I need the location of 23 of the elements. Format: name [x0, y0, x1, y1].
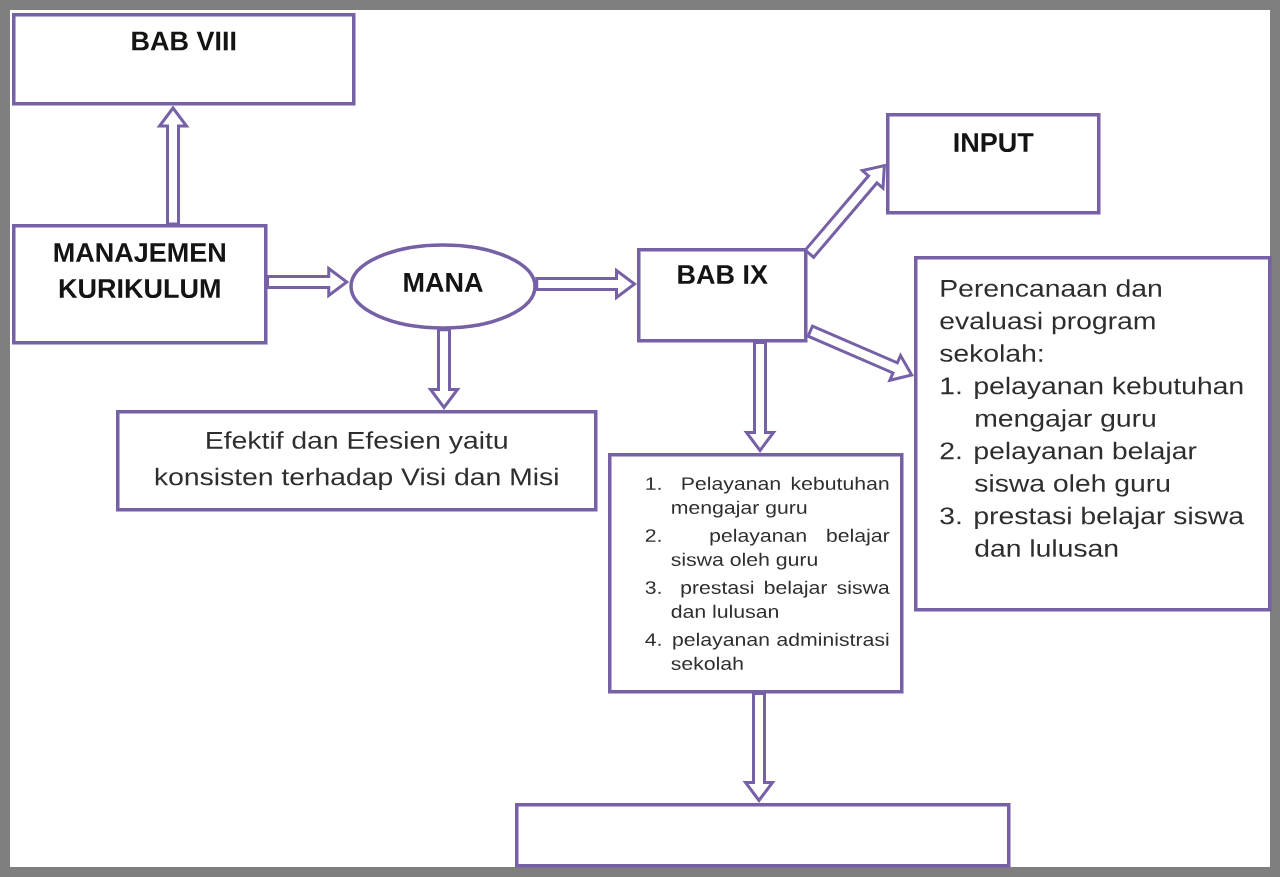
empty-box — [515, 803, 1011, 868]
list-item: 1. pelayanan kebutuhan mengajar guru — [941, 376, 1243, 432]
list-item: 3. prestasi belajar siswa dan lulusan — [645, 580, 890, 618]
hollow-arrow — [742, 692, 776, 803]
list-box — [914, 256, 1272, 612]
list-item: 1. Pelayanan kebutuhan mengajar guru — [646, 476, 889, 518]
process-box: MANAJEMEN KURIKULUM — [12, 224, 268, 345]
process-box: BAB IX — [637, 248, 808, 343]
process-box: INPUT — [886, 113, 1101, 215]
list-item: 2. pelayanan belajar siswa oleh guru — [940, 441, 1197, 497]
hollow-arrow — [806, 324, 914, 383]
process-box: BAB VIII — [12, 13, 356, 106]
process-box: Efektif dan Efesien yaitu konsisten terhadap Visi dan Misi — [116, 410, 598, 512]
list-box — [608, 453, 904, 694]
hollow-arrow — [156, 105, 190, 226]
hollow-arrow — [266, 265, 350, 299]
hollow-arrow — [743, 341, 777, 453]
list-item: 3. prestasi belajar siswa dan lulusan — [940, 506, 1245, 557]
list-item: 4. pelayanan administrasi sekolah — [645, 632, 889, 670]
list-item: 2. pelayanan belajar siswa oleh guru — [645, 528, 890, 570]
hollow-arrow — [535, 267, 637, 301]
hollow-arrow — [427, 328, 461, 410]
heading-text: Perencanaan dan evaluasi program sekolah: — [940, 279, 1161, 362]
